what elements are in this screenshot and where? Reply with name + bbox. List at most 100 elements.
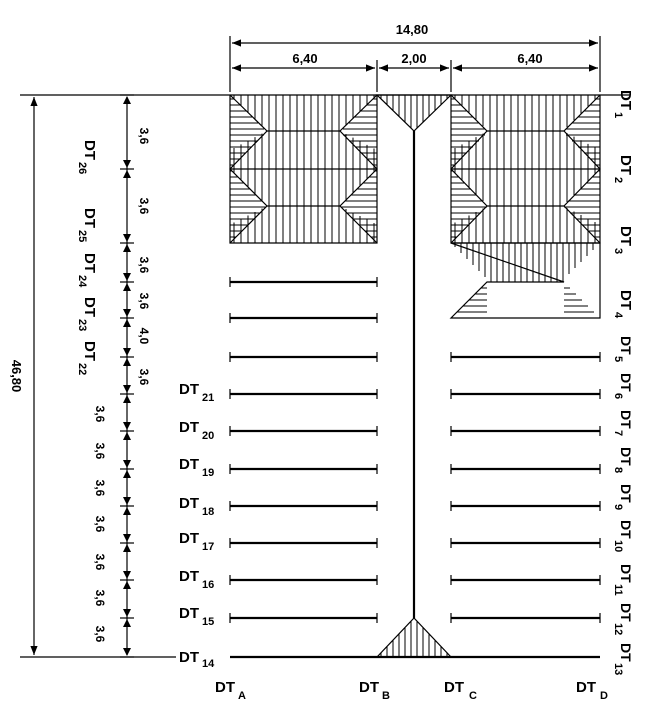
dim-chain-arrow <box>123 160 131 168</box>
dim-right-width: 6,40 <box>517 51 542 66</box>
svg-text:DT: DT <box>179 530 199 547</box>
svg-text:DT: DT <box>179 649 199 666</box>
svg-text:DT: DT <box>576 679 596 696</box>
svg-text:DT: DT <box>617 90 634 110</box>
label-dt9: DT9 <box>612 484 634 510</box>
svg-text:5: 5 <box>612 356 624 362</box>
slab-diagonals <box>229 94 601 244</box>
svg-text:22: 22 <box>76 363 88 375</box>
column-labels: DT A DT B DT C DT D <box>215 679 608 702</box>
joist-lines <box>229 277 601 623</box>
svg-text:C: C <box>469 690 477 702</box>
dim-spacing-3: 3,6 <box>137 257 151 274</box>
svg-text:DT: DT <box>179 605 199 622</box>
svg-text:DT: DT <box>618 484 634 503</box>
svg-text:DT: DT <box>179 381 199 398</box>
label-dt1: DT 1 <box>612 90 634 118</box>
dim-chain-arrow <box>123 170 131 178</box>
label-dt23: DT 23 <box>76 297 98 331</box>
svg-text:7: 7 <box>612 430 624 436</box>
svg-text:DT: DT <box>179 456 199 473</box>
label-dt3: DT 3 <box>612 226 634 254</box>
dim-chain-arrow <box>123 422 131 430</box>
dim-spacing-5: 4,0 <box>137 328 151 345</box>
svg-text:13: 13 <box>612 663 624 675</box>
dim-spacing-7: 3,6 <box>93 406 107 423</box>
svg-text:4: 4 <box>612 312 624 319</box>
dim-spacing-1: 3,6 <box>137 128 151 145</box>
label-dta: DT A <box>215 679 246 702</box>
dim-spacing-9: 3,6 <box>93 480 107 497</box>
dim-spacing-8: 3,6 <box>93 443 107 460</box>
svg-text:D: D <box>600 690 608 702</box>
svg-text:DT: DT <box>618 603 634 622</box>
dim-chain-arrow <box>123 497 131 505</box>
dim-chain-arrow <box>123 348 131 356</box>
svg-text:8: 8 <box>612 467 624 473</box>
svg-text:DT: DT <box>618 643 634 662</box>
dim-chain-arrow <box>123 432 131 440</box>
dim-spacing-4: 3,6 <box>137 293 151 310</box>
dim-spacing-12: 3,6 <box>93 590 107 607</box>
top-center-triangle <box>375 94 453 132</box>
svg-text:26: 26 <box>76 162 88 174</box>
dim-spacing-11: 3,6 <box>93 554 107 571</box>
label-dtb: DT B <box>359 679 390 702</box>
svg-text:DT: DT <box>618 447 634 466</box>
svg-text:10: 10 <box>612 540 624 552</box>
svg-text:DT: DT <box>179 419 199 436</box>
svg-text:DT: DT <box>81 341 98 361</box>
svg-text:DT: DT <box>617 226 634 246</box>
svg-text:3: 3 <box>612 248 624 254</box>
svg-text:DT: DT <box>179 495 199 512</box>
svg-text:DT: DT <box>444 679 464 696</box>
dim-spacing-13: 3,6 <box>93 626 107 643</box>
label-dt26: DT 26 <box>76 140 98 174</box>
label-dt6: DT6 <box>612 373 634 399</box>
svg-text:DT: DT <box>618 520 634 539</box>
dim-chain-arrow <box>123 619 131 627</box>
svg-text:DT: DT <box>617 290 634 310</box>
svg-text:16: 16 <box>202 579 214 591</box>
svg-text:17: 17 <box>202 541 214 553</box>
svg-text:18: 18 <box>202 506 214 518</box>
dim-spacing-2: 3,6 <box>137 198 151 215</box>
dim-chain-arrow <box>123 358 131 366</box>
dim-total-height: 46,80 <box>9 360 24 393</box>
svg-text:15: 15 <box>202 616 214 628</box>
dim-chain-arrow <box>123 385 131 393</box>
dim-chain-arrow <box>123 460 131 468</box>
svg-text:11: 11 <box>612 584 624 596</box>
dim-chain-arrow <box>123 581 131 589</box>
svg-text:20: 20 <box>202 430 214 442</box>
svg-text:9: 9 <box>612 504 624 510</box>
svg-text:DT: DT <box>81 253 98 273</box>
label-dt8: DT8 <box>612 447 634 473</box>
dim-chain-arrow <box>123 244 131 252</box>
svg-text:DT: DT <box>179 568 199 585</box>
dim-chain-arrow <box>123 648 131 656</box>
svg-text:DT: DT <box>81 208 98 228</box>
dim-chain-arrow <box>123 470 131 478</box>
svg-text:1: 1 <box>612 112 624 118</box>
dim-chain-arrow <box>123 283 131 291</box>
dim-chain-arrow <box>123 507 131 515</box>
bottom-center-triangle <box>375 617 453 658</box>
dim-chain-arrow <box>123 319 131 327</box>
svg-text:DT: DT <box>618 410 634 429</box>
svg-text:DT: DT <box>359 679 379 696</box>
rotated-labels: DT 26 DT 25 DT 24 DT 23 DT 22 <box>76 140 98 375</box>
right-row-labels: DT1 DT2 DT3 DT4 DT5 DT6 DT7 DT8 DT9 DT10… <box>612 90 634 675</box>
label-dt2: DT2 <box>612 155 634 183</box>
label-dt4: DT 4 <box>612 290 634 319</box>
